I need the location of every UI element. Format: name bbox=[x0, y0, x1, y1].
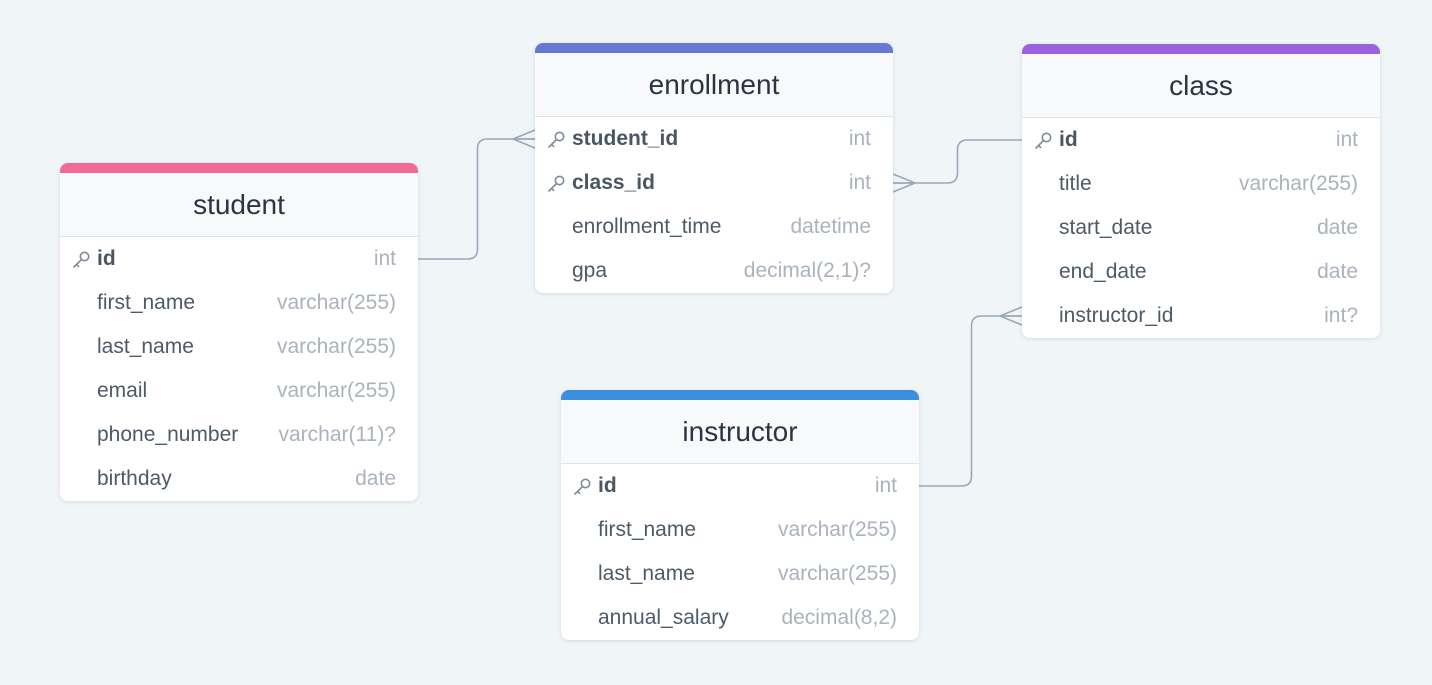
field-name: enrollment_time bbox=[572, 215, 722, 238]
table-student-color-bar bbox=[60, 163, 418, 173]
key-icon bbox=[546, 174, 566, 194]
field-type: int? bbox=[1324, 304, 1358, 327]
table-class-color-bar bbox=[1022, 44, 1380, 54]
table-enrollment-title[interactable]: enrollment bbox=[535, 53, 893, 117]
crow-foot-2 bbox=[999, 306, 1023, 326]
relationship-line-2 bbox=[919, 315, 1022, 487]
field-row-student-first_name[interactable]: first_name varchar(255) bbox=[60, 281, 418, 325]
field-type: int bbox=[874, 474, 897, 497]
field-type: varchar(255) bbox=[276, 379, 396, 402]
field-type: int bbox=[848, 171, 871, 194]
field-row-enrollment-enrollment_time[interactable]: enrollment_time datetime bbox=[535, 205, 893, 249]
field-type: date bbox=[1317, 216, 1358, 239]
table-instructor-title[interactable]: instructor bbox=[561, 400, 919, 464]
field-row-class-instructor_id[interactable]: instructor_id int? bbox=[1022, 294, 1380, 338]
crow-foot-0 bbox=[512, 129, 536, 149]
field-row-class-start_date[interactable]: start_date date bbox=[1022, 206, 1380, 250]
field-type: date bbox=[1317, 260, 1358, 283]
field-name: student_id bbox=[572, 127, 679, 150]
field-type: decimal(8,2) bbox=[781, 606, 897, 629]
key-icon bbox=[1033, 131, 1053, 151]
field-row-enrollment-student_id[interactable]: student_id int bbox=[535, 117, 893, 161]
field-type: int bbox=[848, 127, 871, 150]
field-name: class_id bbox=[572, 171, 655, 194]
field-type: date bbox=[355, 467, 396, 490]
field-name: annual_salary bbox=[598, 606, 729, 629]
field-name: first_name bbox=[598, 518, 697, 541]
field-name: birthday bbox=[97, 467, 172, 490]
field-type: varchar(255) bbox=[1238, 172, 1358, 195]
table-enrollment-color-bar bbox=[535, 43, 893, 53]
field-row-class-id[interactable]: id int bbox=[1022, 118, 1380, 162]
field-name: first_name bbox=[97, 291, 196, 314]
field-name: email bbox=[97, 379, 148, 402]
table-student-title[interactable]: student bbox=[60, 173, 418, 237]
field-name: id bbox=[97, 247, 116, 270]
field-row-enrollment-gpa[interactable]: gpa decimal(2,1)? bbox=[535, 249, 893, 293]
field-row-student-birthday[interactable]: birthday date bbox=[60, 457, 418, 501]
field-type: decimal(2,1)? bbox=[743, 259, 871, 282]
field-row-student-last_name[interactable]: last_name varchar(255) bbox=[60, 325, 418, 369]
field-row-class-end_date[interactable]: end_date date bbox=[1022, 250, 1380, 294]
key-icon bbox=[71, 250, 91, 270]
field-type: datetime bbox=[790, 215, 871, 238]
field-type: varchar(255) bbox=[276, 291, 396, 314]
field-name: start_date bbox=[1059, 216, 1153, 239]
field-name: phone_number bbox=[97, 423, 239, 446]
field-name: gpa bbox=[572, 259, 608, 282]
field-name: instructor_id bbox=[1059, 304, 1174, 327]
table-class-title[interactable]: class bbox=[1022, 54, 1380, 118]
field-name: title bbox=[1059, 172, 1092, 195]
key-icon bbox=[546, 130, 566, 150]
field-type: int bbox=[373, 247, 396, 270]
field-row-enrollment-class_id[interactable]: class_id int bbox=[535, 161, 893, 205]
field-type: varchar(255) bbox=[777, 562, 897, 585]
key-icon bbox=[572, 477, 592, 497]
field-row-instructor-last_name[interactable]: last_name varchar(255) bbox=[561, 552, 919, 596]
relationship-line-1 bbox=[893, 139, 1022, 184]
field-row-instructor-id[interactable]: id int bbox=[561, 464, 919, 508]
field-row-student-phone_number[interactable]: phone_number varchar(11)? bbox=[60, 413, 418, 457]
field-name: id bbox=[598, 474, 617, 497]
field-row-instructor-first_name[interactable]: first_name varchar(255) bbox=[561, 508, 919, 552]
field-row-class-title[interactable]: title varchar(255) bbox=[1022, 162, 1380, 206]
field-row-instructor-annual_salary[interactable]: annual_salary decimal(8,2) bbox=[561, 596, 919, 640]
field-row-student-email[interactable]: email varchar(255) bbox=[60, 369, 418, 413]
field-type: varchar(255) bbox=[777, 518, 897, 541]
field-name: end_date bbox=[1059, 260, 1147, 283]
field-name: id bbox=[1059, 128, 1078, 151]
field-type: int bbox=[1335, 128, 1358, 151]
crow-foot-1 bbox=[892, 173, 916, 193]
field-name: last_name bbox=[598, 562, 695, 585]
field-type: varchar(11)? bbox=[278, 423, 397, 446]
field-name: last_name bbox=[97, 335, 194, 358]
field-type: varchar(255) bbox=[276, 335, 396, 358]
table-instructor-color-bar bbox=[561, 390, 919, 400]
field-row-student-id[interactable]: id int bbox=[60, 237, 418, 281]
relationship-line-0 bbox=[418, 138, 535, 260]
